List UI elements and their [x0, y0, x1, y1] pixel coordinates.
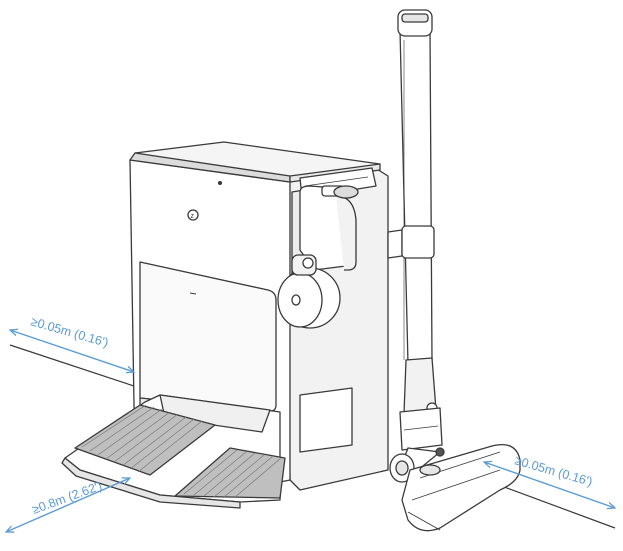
vacuum-wand — [399, 29, 433, 365]
dock-logo — [187, 209, 199, 221]
dimension-front: ≥0.8m (2.62') — [6, 478, 130, 532]
dimension-label-left: ≥0.05m (0.16') — [29, 314, 110, 350]
dimension-left: ≥0.05m (0.16') — [10, 314, 134, 372]
dimension-label-front: ≥0.8m (2.62') — [30, 479, 104, 517]
dimension-arrow-front — [6, 478, 130, 532]
mop-pad-left — [74, 404, 216, 476]
dimension-label-right: ≥0.05m (0.16') — [513, 453, 594, 489]
dimension-arrow-left — [10, 330, 134, 372]
dimension-arrow-right — [484, 462, 615, 508]
wall-mount — [387, 229, 403, 259]
mop-pad-texture — [81, 404, 282, 499]
status-dot — [217, 180, 223, 186]
svg-text:z: z — [191, 213, 195, 220]
handheld-unit — [277, 185, 359, 329]
stick-vacuum — [387, 9, 521, 532]
